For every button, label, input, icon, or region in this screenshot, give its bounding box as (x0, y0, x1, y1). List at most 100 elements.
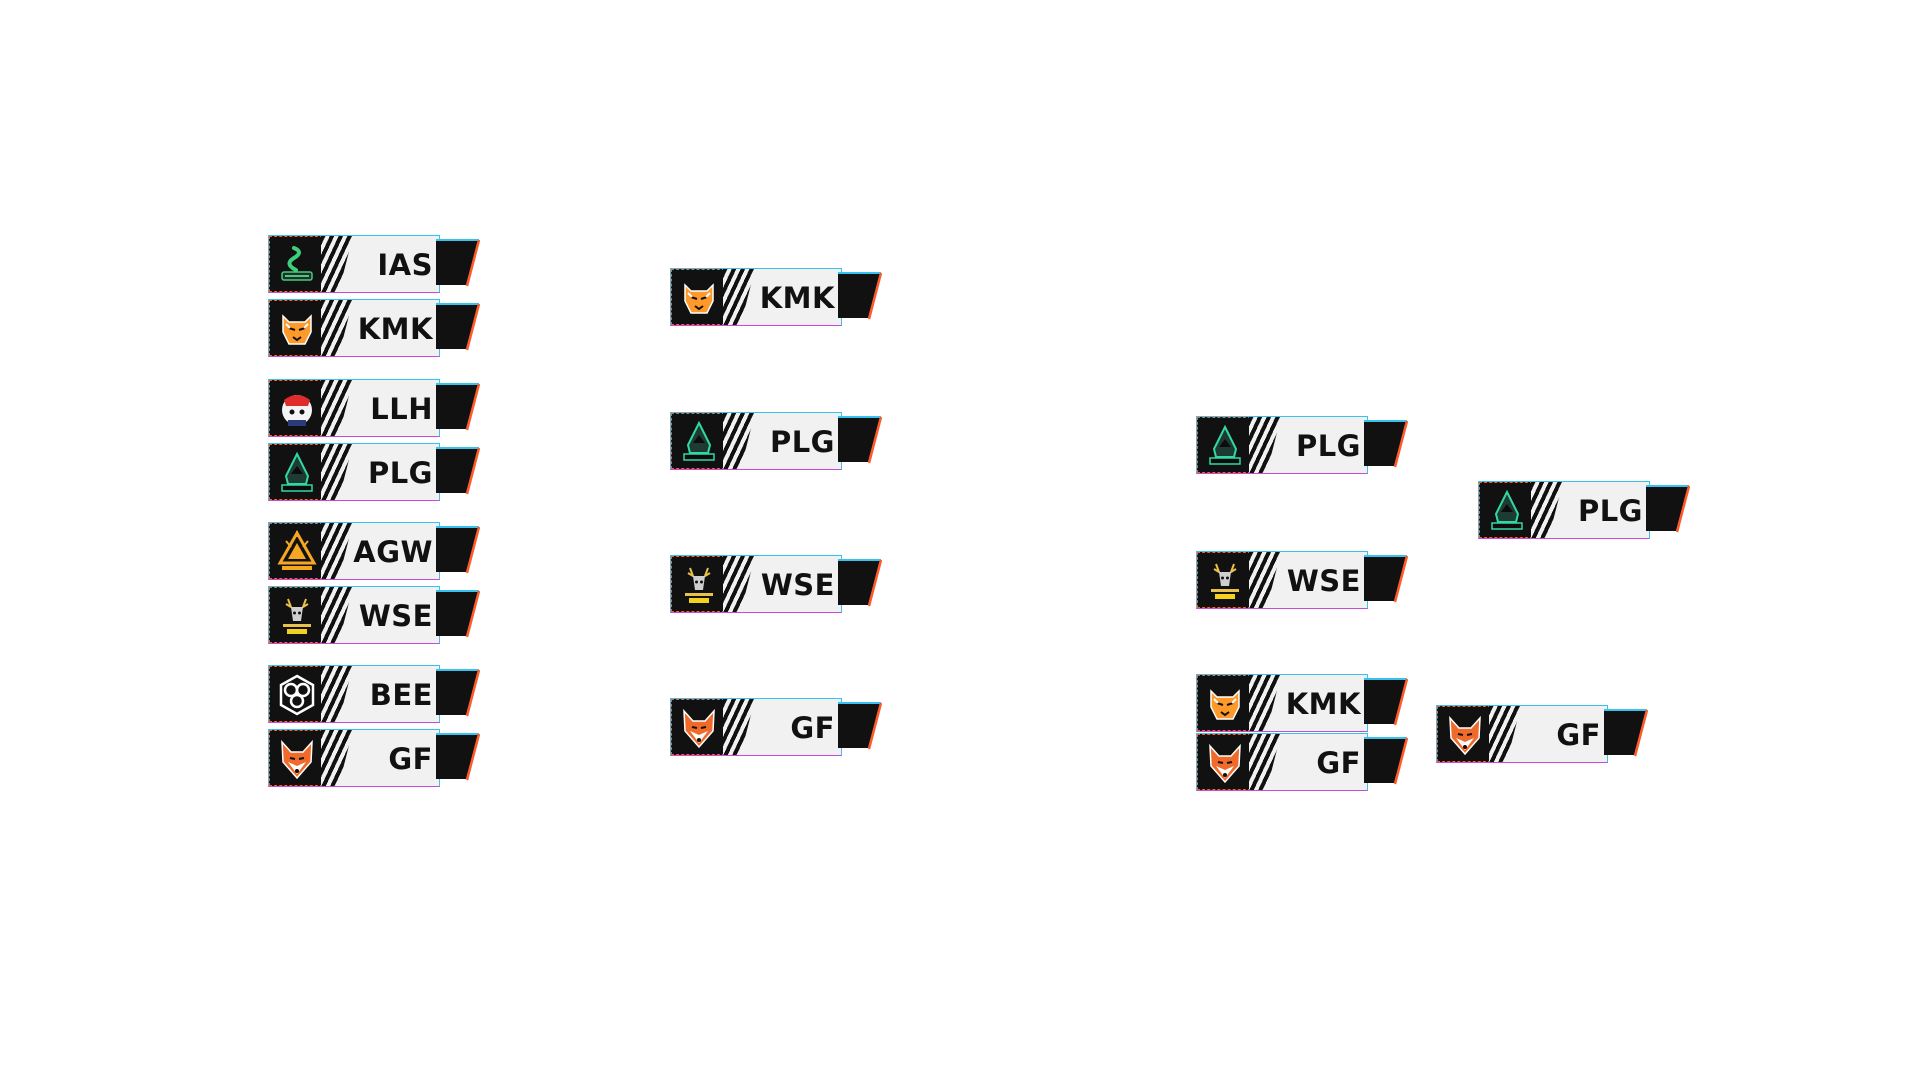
hexagon-logo-icon (274, 672, 320, 718)
logo-box (269, 587, 323, 643)
team-card-round1-plg[interactable]: PLG (268, 443, 482, 501)
logo-box (671, 269, 725, 325)
score-tab (436, 526, 480, 574)
score-tab (1604, 709, 1648, 757)
score-tab (1646, 485, 1690, 533)
stripe-decoration (321, 587, 353, 643)
score-tab (436, 239, 480, 287)
team-card-round1-llh[interactable]: LLH (268, 379, 482, 437)
team-panel: KMK (268, 299, 440, 357)
team-panel: BEE (268, 665, 440, 723)
team-card-round1-bee[interactable]: BEE (268, 665, 482, 723)
team-card-lower-kmk[interactable]: KMK (1196, 674, 1410, 732)
team-abbreviation: BEE (369, 678, 433, 712)
stripe-decoration (1249, 417, 1281, 473)
team-panel: GF (268, 729, 440, 787)
logo-box (1479, 482, 1533, 538)
team-card-lower-gf[interactable]: GF (1196, 733, 1410, 791)
score-tab (436, 383, 480, 431)
score-tab (1364, 555, 1408, 603)
logo-box (1197, 552, 1251, 608)
team-panel: GF (1436, 705, 1608, 763)
team-panel: WSE (670, 555, 842, 613)
logo-box (269, 300, 323, 356)
stripe-decoration (1249, 552, 1281, 608)
stripe-decoration (321, 300, 353, 356)
hooded-figure-logo-icon (676, 419, 722, 465)
stripe-decoration (723, 556, 755, 612)
team-panel: KMK (670, 268, 842, 326)
stripe-decoration (321, 444, 353, 500)
logo-box (269, 380, 323, 436)
team-card-round1-gf[interactable]: GF (268, 729, 482, 787)
team-card-final-plg[interactable]: PLG (1478, 481, 1692, 539)
stag-logo-icon (1202, 558, 1248, 604)
team-card-round1-agw[interactable]: AGW (268, 522, 482, 580)
team-card-round2-plg[interactable]: PLG (670, 412, 884, 470)
logo-box (1197, 675, 1251, 731)
team-card-round3-wse[interactable]: WSE (1196, 551, 1410, 609)
logo-box (269, 666, 323, 722)
team-abbreviation: GF (1316, 746, 1361, 780)
team-card-round1-kmk[interactable]: KMK (268, 299, 482, 357)
team-panel: IAS (268, 235, 440, 293)
logo-box (1197, 417, 1251, 473)
team-abbreviation: PLG (367, 456, 433, 490)
team-abbreviation: WSE (1286, 564, 1361, 598)
team-panel: PLG (268, 443, 440, 501)
hooded-figure-logo-icon (1202, 423, 1248, 469)
team-abbreviation: PLG (769, 425, 835, 459)
tiger-logo-icon (676, 275, 722, 321)
fox-logo-icon (274, 736, 320, 782)
team-abbreviation: LLH (370, 392, 433, 426)
team-abbreviation: WSE (358, 599, 433, 633)
fox-logo-icon (1442, 712, 1488, 758)
score-tab (436, 303, 480, 351)
stripe-decoration (321, 730, 353, 786)
score-tab (436, 447, 480, 495)
score-tab (838, 272, 882, 320)
stag-logo-icon (274, 593, 320, 639)
stripe-decoration (1489, 706, 1521, 762)
team-card-round3-plg[interactable]: PLG (1196, 416, 1410, 474)
team-card-lower_final-gf[interactable]: GF (1436, 705, 1650, 763)
team-panel: WSE (1196, 551, 1368, 609)
team-abbreviation: KMK (759, 281, 835, 315)
team-card-round1-wse[interactable]: WSE (268, 586, 482, 644)
team-card-round2-gf[interactable]: GF (670, 698, 884, 756)
team-abbreviation: GF (388, 742, 433, 776)
team-card-round2-wse[interactable]: WSE (670, 555, 884, 613)
fox-logo-icon (676, 705, 722, 751)
stripe-decoration (1249, 734, 1281, 790)
team-abbreviation: KMK (1285, 687, 1361, 721)
spirit-logo-icon (274, 242, 320, 288)
team-abbreviation: AGW (353, 535, 433, 569)
team-abbreviation: IAS (377, 248, 433, 282)
stripe-decoration (1249, 675, 1281, 731)
stripe-decoration (321, 380, 353, 436)
score-tab (436, 669, 480, 717)
afterglow-logo-icon (274, 529, 320, 575)
score-tab (436, 733, 480, 781)
team-abbreviation: GF (790, 711, 835, 745)
team-card-round1-ias[interactable]: IAS (268, 235, 482, 293)
team-panel: PLG (1478, 481, 1650, 539)
team-abbreviation: WSE (760, 568, 835, 602)
team-panel: AGW (268, 522, 440, 580)
score-tab (436, 590, 480, 638)
team-card-round2-kmk[interactable]: KMK (670, 268, 884, 326)
team-panel: GF (670, 698, 842, 756)
score-tab (838, 559, 882, 607)
team-panel: LLH (268, 379, 440, 437)
fox-logo-icon (1202, 740, 1248, 786)
stripe-decoration (321, 666, 353, 722)
score-tab (1364, 420, 1408, 468)
logo-box (269, 444, 323, 500)
stripe-decoration (321, 523, 353, 579)
logo-box (671, 699, 725, 755)
logo-box (269, 523, 323, 579)
hooded-figure-logo-icon (274, 450, 320, 496)
score-tab (1364, 737, 1408, 785)
tiger-logo-icon (274, 306, 320, 352)
stripe-decoration (321, 236, 353, 292)
